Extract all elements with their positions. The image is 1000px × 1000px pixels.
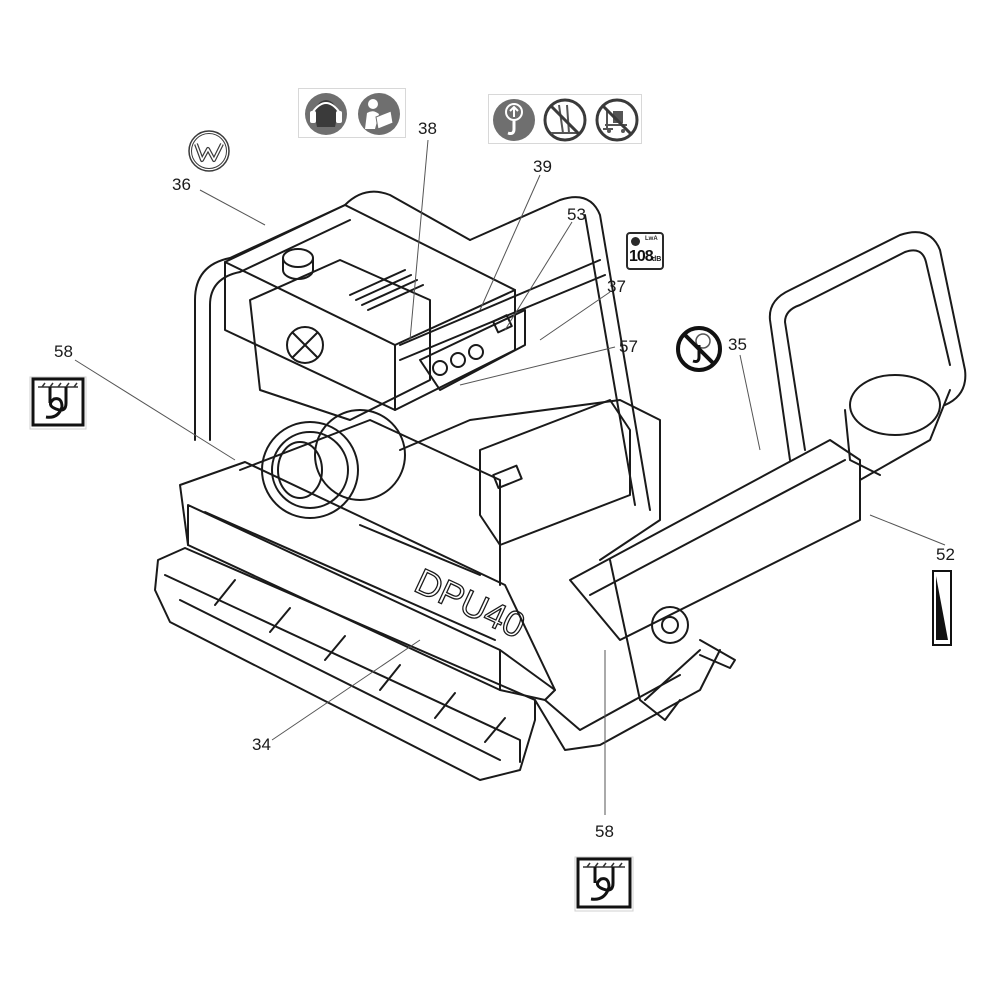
handle-arm — [569, 439, 861, 641]
callout-35: 35 — [728, 335, 747, 354]
leader-58a — [74, 359, 236, 461]
callout-58-left: 58 — [54, 342, 73, 361]
leader-38 — [409, 139, 429, 341]
decal-level-indicator — [932, 570, 952, 646]
callout-52: 52 — [936, 545, 955, 564]
hook-icon — [692, 345, 701, 363]
lower-housing — [179, 461, 556, 701]
callout-37: 37 — [607, 277, 626, 296]
decal-noise-level: LwA 108 dB — [626, 232, 664, 270]
decal-lifting — [488, 94, 642, 144]
leader-57 — [459, 346, 616, 386]
noise-prefix: LwA — [645, 236, 658, 242]
fuel-tank — [224, 204, 516, 411]
leader-39 — [479, 174, 541, 311]
handle-loop — [768, 231, 967, 461]
leader-34 — [271, 639, 421, 741]
decal-brand-logo — [187, 129, 231, 173]
decal-tie-down-left — [28, 375, 88, 431]
callout-53: 53 — [567, 205, 586, 224]
noise-unit: dB — [652, 256, 662, 263]
noise-value: 108 — [629, 248, 654, 265]
roll-cage-left — [194, 190, 471, 441]
decal-ppe — [298, 88, 406, 138]
leader-53 — [504, 221, 573, 331]
leader-36 — [199, 189, 266, 226]
decal-tie-down-bottom — [573, 855, 635, 913]
instrument-panel — [419, 309, 526, 391]
no-stand-under-icon — [543, 98, 587, 142]
chain-icon — [45, 387, 68, 419]
ear-protection-icon — [305, 93, 347, 135]
decal-no-lift-handle — [675, 325, 723, 373]
leader-52 — [869, 514, 946, 546]
read-manual-icon — [358, 93, 400, 135]
model-label: DPU40 — [409, 560, 532, 646]
callout-36: 36 — [172, 175, 191, 194]
roll-cage-right — [469, 196, 651, 511]
callout-39: 39 — [533, 157, 552, 176]
leader-35 — [739, 354, 761, 451]
pulley — [261, 421, 359, 519]
base-plate — [154, 547, 536, 781]
lift-hook-icon — [493, 99, 535, 141]
callout-38: 38 — [418, 119, 437, 138]
no-forklift-icon — [595, 98, 639, 142]
callout-57: 57 — [619, 337, 638, 356]
sound-icon — [631, 237, 640, 246]
chain-icon — [590, 867, 615, 901]
callout-34: 34 — [252, 735, 271, 754]
callout-58-bottom: 58 — [595, 822, 614, 841]
leader-37 — [539, 291, 611, 341]
